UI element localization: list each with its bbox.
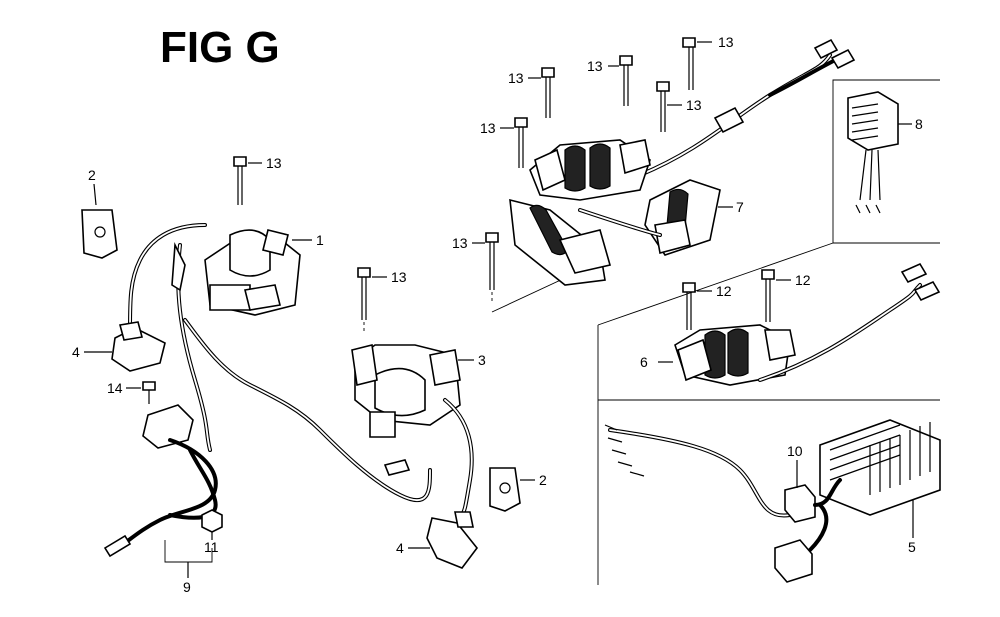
callout-6: 6 (640, 354, 648, 370)
callout-2: 2 (539, 472, 547, 488)
callout-13: 13 (452, 235, 468, 251)
bolt-13-g (472, 232, 499, 304)
callout-7: 7 (736, 199, 744, 215)
callout-13: 13 (686, 97, 702, 113)
bolt-13-d (656, 81, 682, 132)
charge-coil-assembly-7 (509, 38, 856, 286)
bolt-13-e (500, 117, 528, 168)
figure-title: FIG G (160, 23, 280, 72)
callout-5: 5 (908, 539, 916, 555)
ignition-coil-1 (204, 229, 312, 316)
callout-13: 13 (718, 34, 734, 50)
callout-12: 12 (716, 283, 732, 299)
screw-14 (126, 381, 156, 404)
callout-4: 4 (396, 540, 404, 556)
callout-labels: 13 13 13 13 13 13 13 13 8 7 12 12 6 2 1 … (72, 34, 923, 595)
callout-14: 14 (107, 380, 123, 396)
ignition-coil-3 (351, 344, 474, 438)
bolt-12-b (761, 269, 791, 322)
callout-10: 10 (787, 443, 803, 459)
bolt-13-a (682, 37, 712, 90)
charge-coil-6 (658, 262, 941, 386)
bolt-13-c (528, 67, 555, 118)
callout-8: 8 (915, 116, 923, 132)
bolt-12-a (682, 282, 712, 330)
regulator-5 (604, 419, 941, 583)
bolt-13-h (357, 267, 387, 334)
panel-borders (491, 79, 940, 585)
callout-13: 13 (480, 120, 496, 136)
callout-3: 3 (478, 352, 486, 368)
bolt-13-b (608, 55, 633, 106)
cap-2-right (489, 467, 535, 512)
callout-13: 13 (266, 155, 282, 171)
plug-cap-4-left (84, 321, 166, 372)
callout-13: 13 (391, 269, 407, 285)
bolt-13-f (233, 156, 262, 205)
nut-11 (201, 509, 223, 540)
stop-switch-9 (103, 404, 218, 578)
callout-1: 1 (316, 232, 324, 248)
callout-12: 12 (795, 272, 811, 288)
callout-11: 11 (204, 539, 219, 555)
callout-9: 9 (183, 579, 191, 595)
callout-13: 13 (587, 58, 603, 74)
callout-13: 13 (508, 70, 524, 86)
callout-2: 2 (88, 167, 96, 183)
plug-cap-4-right (408, 511, 479, 569)
rectifier-8 (847, 91, 912, 214)
callout-4: 4 (72, 344, 80, 360)
cap-2-left (81, 183, 118, 259)
